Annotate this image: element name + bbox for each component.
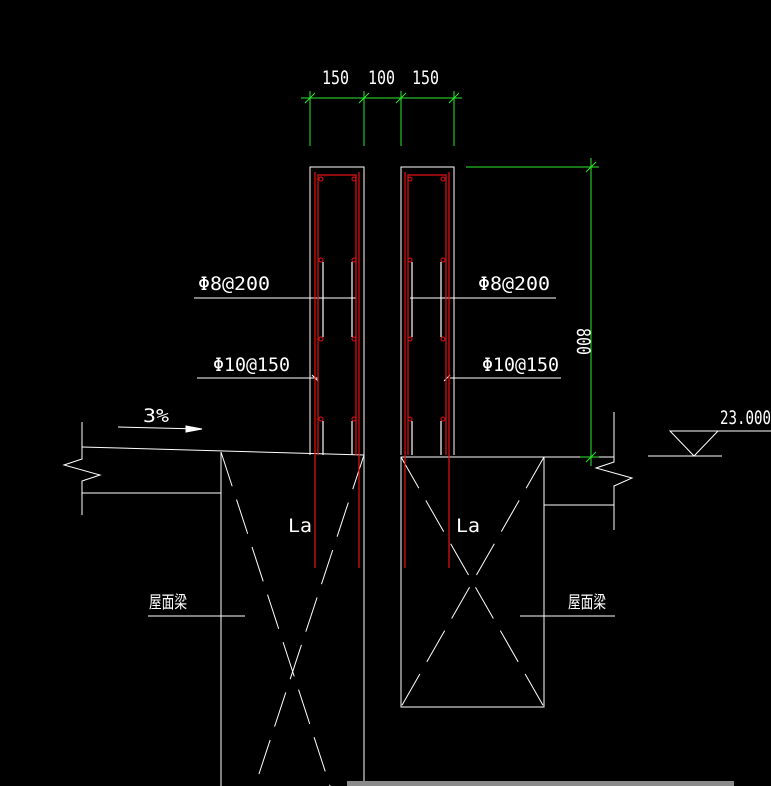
right-break-symbol xyxy=(594,412,634,530)
annotations: Φ8@200 Φ8@200 Φ10@150 Φ10@150 3% 23.000 … xyxy=(143,273,771,613)
elevation-triangle xyxy=(668,430,720,457)
right-wall-outline xyxy=(400,166,455,455)
stirrup-left-label: Φ8@200 xyxy=(198,273,270,295)
dimension-lines xyxy=(301,91,599,466)
left-beam-cross-2 xyxy=(254,454,365,786)
left-stirrup xyxy=(317,174,357,455)
main-bar-left-label: Φ10@150 xyxy=(213,354,290,376)
rebar-dots xyxy=(318,176,446,422)
anchor-right-label: La xyxy=(456,515,480,537)
slope-arrow-head xyxy=(185,425,203,433)
left-slab-top xyxy=(81,446,365,456)
main-bar-right-label: Φ10@150 xyxy=(482,354,559,376)
beam-left-label: 屋面梁 xyxy=(149,593,187,613)
dim-text-150-right: 150 xyxy=(412,67,439,89)
anchor-left-label: La xyxy=(288,515,312,537)
left-break-symbol xyxy=(62,422,102,515)
reinforcement xyxy=(314,172,450,568)
dim-text-800: 800 xyxy=(572,328,594,355)
right-beam-cross-2 xyxy=(400,456,545,708)
stirrup-right-label: Φ8@200 xyxy=(478,273,550,295)
dim-text-150-left: 150 xyxy=(322,67,349,89)
structure-outlines xyxy=(62,166,771,786)
right-stirrup xyxy=(407,174,447,455)
dimension-text: 150 100 150 800 xyxy=(322,67,594,355)
left-beam-cross-1 xyxy=(220,451,331,786)
horizontal-scrollbar[interactable] xyxy=(347,781,734,786)
slope-label: 3% xyxy=(143,405,170,427)
right-beam-outline xyxy=(400,456,545,708)
beam-right-label: 屋面梁 xyxy=(568,593,606,613)
right-beam-cross-1 xyxy=(400,456,545,708)
elevation-label: 23.000 xyxy=(720,407,771,429)
dim-text-100: 100 xyxy=(368,67,395,89)
left-wall-outline xyxy=(309,166,365,455)
tie-segments xyxy=(322,262,442,455)
